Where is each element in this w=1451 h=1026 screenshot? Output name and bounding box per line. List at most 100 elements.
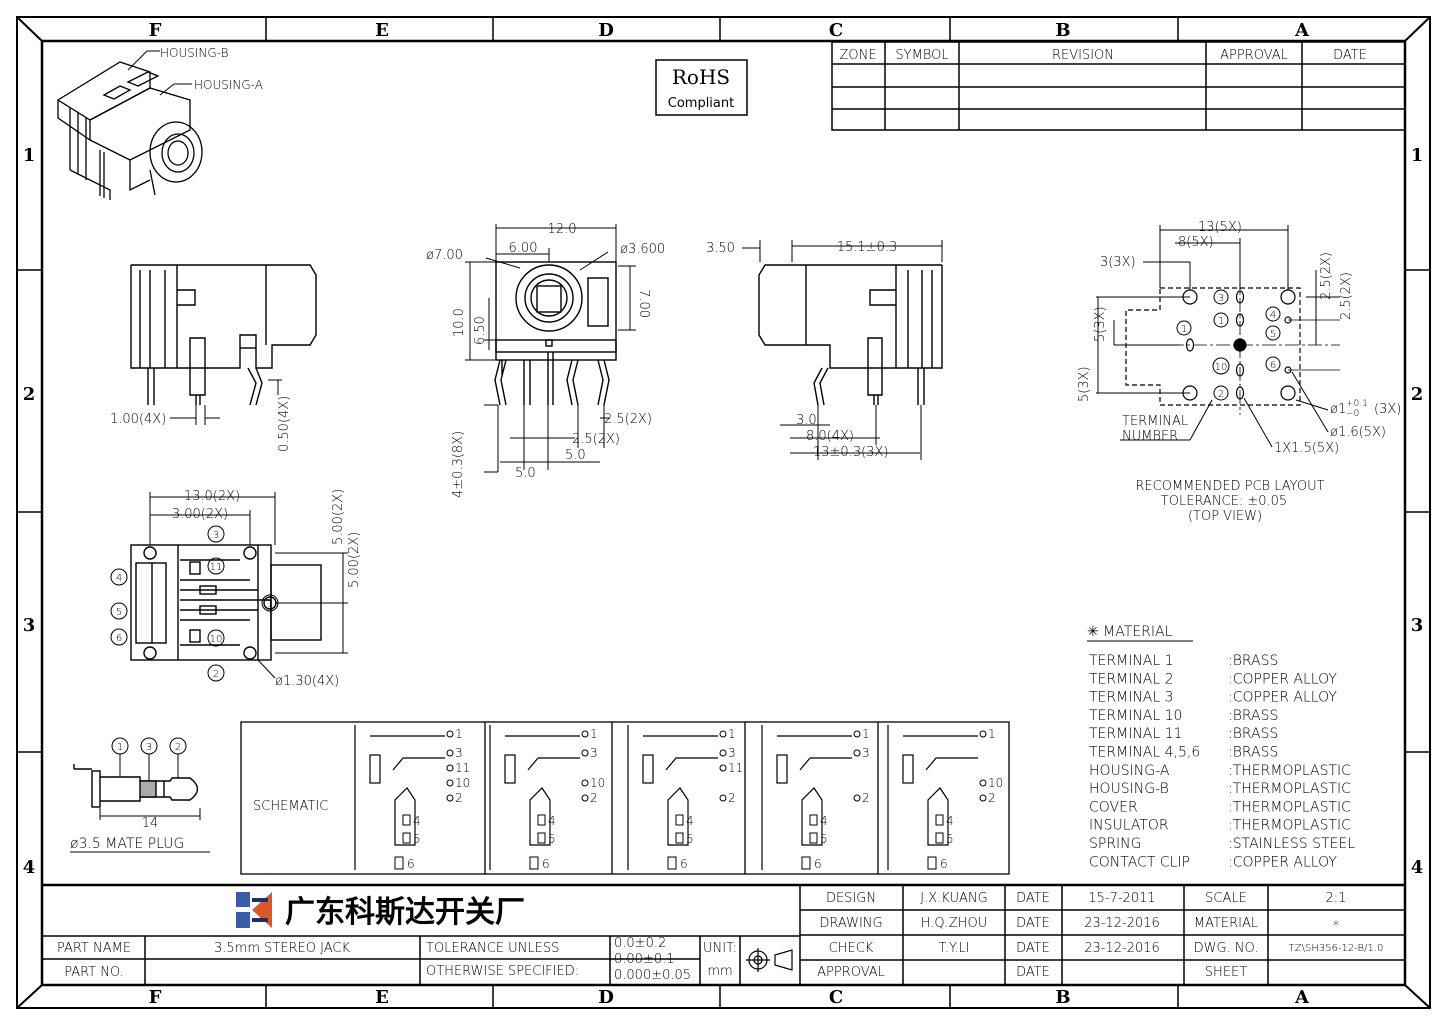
housing-b-label: HOUSING-B bbox=[160, 46, 229, 60]
tb-dwg-label: DWG. NO. bbox=[1194, 941, 1259, 956]
tb-dwg-number: TZ\SH356-12-B/1.0 bbox=[1289, 943, 1384, 954]
dim-pin-length: 4±0.3(8X) bbox=[451, 431, 466, 498]
schematic-terminal-6: 6 bbox=[407, 857, 415, 871]
tb-sheet-label: SHEET bbox=[1205, 965, 1247, 980]
title-block: 广东科斯达开关厂 DESIGN J.X.KUANG DATE 15-7-2011… bbox=[42, 883, 1405, 985]
schematic-terminal-node bbox=[853, 794, 861, 802]
dim-12-0: 12.0 bbox=[548, 222, 577, 237]
rev-header-date: DATE bbox=[1333, 48, 1367, 63]
schematic-terminal-4: 4 bbox=[946, 814, 954, 828]
plug-num-1: 1 bbox=[117, 742, 123, 753]
schematic-terminal-3: 3 bbox=[862, 746, 870, 760]
schematic-terminal-10: 10 bbox=[988, 776, 1003, 790]
tb-material-label: MATERIAL bbox=[1194, 916, 1258, 931]
material-item-name: TERMINAL 11 bbox=[1089, 726, 1182, 742]
pcb-caption-title: RECOMMENDED PCB LAYOUT bbox=[1135, 479, 1324, 494]
schematic-terminal-node bbox=[853, 749, 861, 757]
schematic-terminal-node bbox=[719, 794, 727, 802]
schematic-terminal-2: 2 bbox=[455, 791, 463, 805]
pcb-num-1: 1 bbox=[1181, 324, 1187, 335]
schematic-pin-5 bbox=[935, 832, 944, 844]
col-label-a-bottom: A bbox=[1294, 987, 1310, 1008]
schematic-terminal-1: 1 bbox=[590, 727, 598, 741]
schematic-terminal-node bbox=[446, 730, 454, 738]
schematic-terminal-node bbox=[719, 764, 727, 772]
schematic-terminal-1: 1 bbox=[728, 727, 736, 741]
tb-part-name: 3.5mm STEREO JACK bbox=[214, 941, 350, 956]
schematic-terminal-2: 2 bbox=[988, 791, 996, 805]
col-label-f-bottom: F bbox=[149, 987, 162, 1008]
row-label-4-right: 4 bbox=[1411, 857, 1424, 878]
schematic-spring bbox=[529, 787, 551, 846]
schematic-terminal-5: 5 bbox=[413, 832, 421, 846]
schematic-pin-4 bbox=[402, 814, 411, 826]
material-item-value: :STAINLESS STEEL bbox=[1228, 836, 1355, 852]
pcb-num-10: 10 bbox=[1215, 362, 1228, 373]
material-item-name: TERMINAL 2 bbox=[1089, 671, 1174, 687]
tb-part-name-label: PART NAME bbox=[57, 941, 131, 956]
tb-design-name: J.X.KUANG bbox=[920, 891, 987, 906]
schematic-spring bbox=[667, 787, 689, 846]
col-label-c-bottom: C bbox=[829, 987, 843, 1008]
schematic-spring bbox=[927, 787, 949, 846]
company-name: 广东科斯达开关厂 bbox=[285, 895, 525, 930]
schematic-pin-4 bbox=[935, 814, 944, 826]
company-logo bbox=[233, 889, 275, 931]
schematic-terminal-node bbox=[581, 749, 589, 757]
tb-date2-label: DATE bbox=[1016, 916, 1050, 931]
pcb-caption-tolerance: TOLERANCE: ±0.05 bbox=[1161, 494, 1287, 509]
material-item-value: :THERMOPLASTIC bbox=[1228, 763, 1351, 779]
material-item-name: TERMINAL 3 bbox=[1089, 690, 1174, 706]
schematic-terminal-5: 5 bbox=[946, 832, 954, 846]
material-item-value: :COPPER ALLOY bbox=[1228, 854, 1337, 870]
schematic-label: SCHEMATIC bbox=[253, 799, 328, 814]
schematic-pin-5 bbox=[537, 832, 546, 844]
pcb-dim-13-5x: 13(5X) bbox=[1198, 220, 1242, 235]
pcb-hole-d1-tol-up: +0.1 bbox=[1346, 399, 1368, 409]
dim-10-0: 10.0 bbox=[452, 308, 467, 337]
row-label-4: 4 bbox=[23, 857, 36, 878]
dim-6-00: 6.00 bbox=[509, 241, 538, 256]
pcb-hole-d1-6: ø1.6(5X) bbox=[1330, 425, 1386, 440]
row-label-2-right: 2 bbox=[1411, 384, 1424, 405]
schematic-terminal-4: 4 bbox=[548, 814, 556, 828]
material-item-name: HOUSING-B bbox=[1089, 781, 1169, 797]
schematic-pin-6 bbox=[667, 856, 677, 870]
material-item-value: :THERMOPLASTIC bbox=[1228, 818, 1351, 834]
col-label-f: F bbox=[149, 20, 162, 41]
plug-num-3: 3 bbox=[146, 742, 152, 753]
pcb-hole-d1-tol-down: −0 bbox=[1346, 409, 1359, 419]
row-label-1: 1 bbox=[23, 145, 36, 166]
schematic-terminal-1: 1 bbox=[455, 727, 463, 741]
schematic-terminal-4: 4 bbox=[686, 814, 694, 828]
top-dim-13-0: 13.0(2X) bbox=[184, 489, 240, 504]
front-view bbox=[494, 261, 617, 406]
pcb-dim-5-3x-a: 5(3X) bbox=[1093, 306, 1108, 342]
schematic-terminal-node bbox=[719, 749, 727, 757]
dim-8-0-4x: 8.0(4X) bbox=[806, 429, 854, 444]
top-num-3: 3 bbox=[213, 530, 219, 541]
schematic-pin-4 bbox=[675, 814, 684, 826]
tb-drawing-name: H.Q.ZHOU bbox=[921, 916, 987, 931]
schematic-pin-5 bbox=[809, 832, 818, 844]
tb-check-label: CHECK bbox=[829, 941, 874, 956]
tb-drawing-label: DRAWING bbox=[819, 916, 882, 931]
top-dim-3-00: 3.00(2X) bbox=[172, 507, 228, 522]
schematic-terminal-node bbox=[979, 794, 987, 802]
tb-tol-value-3: 0.000±0.05 bbox=[614, 968, 691, 983]
schematic-terminal-11: 11 bbox=[728, 761, 743, 775]
pcb-dim-5-3x-b: 5(3X) bbox=[1077, 366, 1092, 402]
tb-date4-label: DATE bbox=[1016, 965, 1050, 980]
tb-date1: 15-7-2011 bbox=[1088, 891, 1155, 906]
schematic-sleeve bbox=[776, 754, 788, 784]
tb-date3: 23-12-2016 bbox=[1084, 941, 1160, 956]
tb-date2: 23-12-2016 bbox=[1084, 916, 1160, 931]
material-item-value: :BRASS bbox=[1228, 745, 1278, 761]
inner-frame bbox=[40, 39, 1407, 987]
dim-2-5-b: 2.5(2X) bbox=[572, 432, 620, 447]
schematic-terminal-node bbox=[581, 794, 589, 802]
tb-design-label: DESIGN bbox=[826, 891, 876, 906]
tb-date3-label: DATE bbox=[1016, 941, 1050, 956]
revision-table: ZONE SYMBOL REVISION APPROVAL DATE bbox=[831, 41, 1406, 131]
